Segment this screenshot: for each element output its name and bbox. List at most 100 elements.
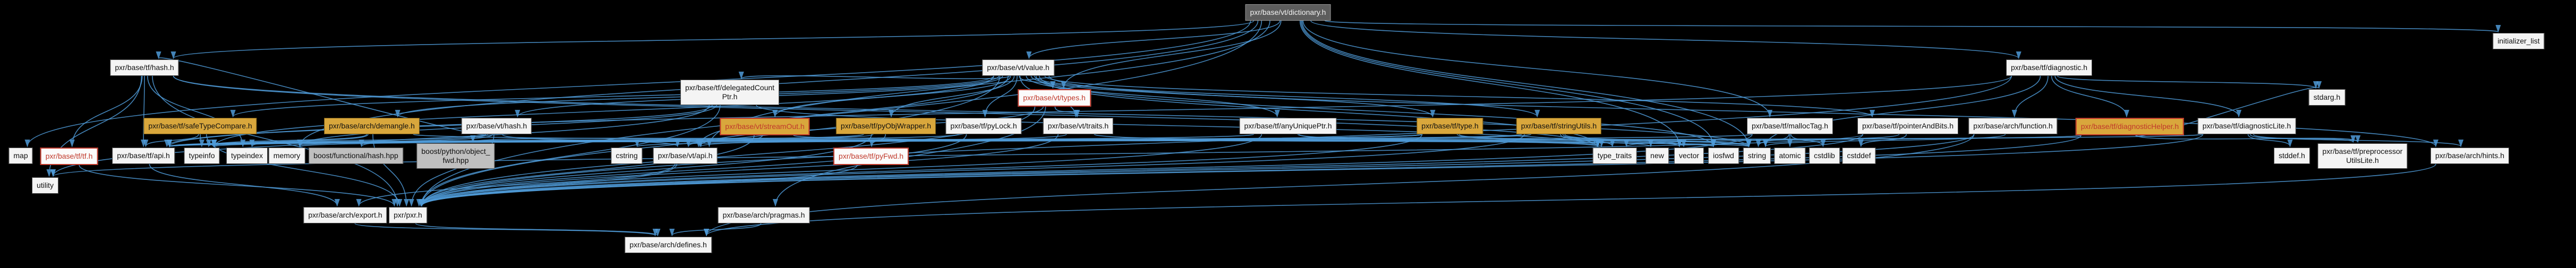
graph-node-dictionary[interactable]: pxr/base/vt/dictionary.h: [1245, 4, 1331, 21]
graph-node-boost_python_object_fwd[interactable]: boost/python/object_ fwd.hpp: [416, 143, 495, 169]
graph-node-utility[interactable]: utility: [32, 177, 58, 194]
graph-node-tf_tf[interactable]: pxr/base/tf/tf.h: [40, 148, 98, 165]
graph-node-arch_export[interactable]: pxr/base/arch/export.h: [303, 207, 387, 223]
include-edge: [1026, 75, 1280, 118]
include-edge: [1763, 134, 2006, 148]
include-edge: [1310, 20, 2021, 59]
graph-node-stddef[interactable]: stddef.h: [2274, 148, 2310, 164]
graph-node-tf_stringUtils[interactable]: pxr/base/tf/stringUtils.h: [1516, 118, 1602, 134]
include-edge: [470, 134, 874, 143]
include-edge: [2249, 134, 2361, 143]
graph-node-vt_streamOut[interactable]: pxr/base/vt/streamOut.h: [720, 118, 810, 135]
include-edge: [419, 135, 2082, 207]
include-edge: [419, 134, 1059, 207]
graph-node-tf_api[interactable]: pxr/base/tf/api.h: [112, 148, 175, 164]
include-edge: [419, 134, 1423, 207]
graph-node-arch_demangle[interactable]: pxr/base/arch/demangle.h: [324, 118, 420, 134]
include-edge: [1624, 134, 1900, 148]
include-edge: [173, 75, 1601, 148]
include-edge: [1039, 75, 1716, 148]
graph-node-vt_traits[interactable]: pxr/base/vt/traits.h: [1043, 118, 1114, 134]
include-edge: [168, 134, 2204, 148]
graph-node-tf_pyLock[interactable]: pxr/base/tf/pyLock.h: [945, 118, 1022, 134]
include-edge: [149, 163, 340, 207]
graph-node-initializer_list[interactable]: initializer_list: [2493, 33, 2545, 49]
graph-node-atomic[interactable]: atomic: [1774, 148, 1806, 164]
graph-node-stdarg[interactable]: stdarg.h: [2308, 89, 2345, 106]
graph-node-tf_delegatedCountPtr[interactable]: pxr/base/tf/delegatedCount Ptr.h: [680, 80, 780, 105]
graph-node-arch_function[interactable]: pxr/base/arch/function.h: [1968, 118, 2058, 134]
graph-node-typeindex[interactable]: typeindex: [226, 148, 268, 164]
graph-node-tf_type[interactable]: pxr/base/tf/type.h: [1417, 118, 1483, 134]
include-edge: [206, 134, 403, 207]
graph-node-tf_mallocTag[interactable]: pxr/base/tf/mallocTag.h: [1747, 118, 1833, 134]
graph-node-tf_diagnostic[interactable]: pxr/base/tf/diagnostic.h: [2006, 59, 2092, 76]
include-edge: [419, 134, 1975, 207]
include-edge: [2051, 75, 2129, 118]
graph-node-tf_anyUniquePtr[interactable]: pxr/base/tf/anyUniquePtr.h: [1239, 118, 1337, 134]
include-edge: [24, 20, 1251, 148]
graph-node-boost_hash[interactable]: boost/functional/hash.hpp: [309, 148, 403, 164]
include-edge: [419, 135, 755, 207]
graph-node-vector[interactable]: vector: [1674, 148, 1704, 164]
graph-node-cstring[interactable]: cstring: [611, 148, 643, 164]
graph-node-tf_preprocessorUtilsLite[interactable]: pxr/base/tf/preprocessor UtilsLite.h: [2317, 143, 2408, 169]
include-edge: [669, 223, 762, 237]
include-edge: [1026, 20, 1281, 59]
graph-node-tf_diagnosticHelper[interactable]: pxr/base/tf/diagnosticHelper.h: [2075, 118, 2185, 135]
graph-node-tf_pyObjWrapper[interactable]: pxr/base/tf/pyObjWrapper.h: [835, 118, 936, 134]
include-edge: [1301, 20, 1751, 148]
include-edge: [173, 75, 1751, 148]
include-edge: [416, 163, 678, 207]
include-edge: [888, 75, 1015, 118]
graph-node-arch_hints[interactable]: pxr/base/arch/hints.h: [2430, 148, 2509, 164]
include-edge: [356, 163, 676, 207]
graph-node-memory[interactable]: memory: [268, 148, 305, 164]
include-edge: [1054, 106, 1080, 118]
graph-node-vt_api[interactable]: pxr/base/vt/api.h: [653, 148, 718, 164]
graph-node-tf_pointerAndBits[interactable]: pxr/base/tf/pointerAndBits.h: [1857, 118, 1958, 134]
include-edge: [2011, 75, 2049, 118]
graph-node-tf_hash[interactable]: pxr/base/tf/hash.h: [110, 59, 179, 76]
include-edge: [69, 75, 143, 148]
include-edge: [79, 165, 397, 207]
include-edge: [1299, 20, 1682, 148]
include-edge: [418, 105, 721, 207]
graph-node-cstddef[interactable]: cstddef: [1842, 148, 1876, 164]
graph-node-arch_defines[interactable]: pxr/base/arch/defines.h: [625, 237, 712, 253]
graph-node-new[interactable]: new: [1645, 148, 1669, 164]
include-edge: [354, 223, 658, 237]
graph-node-pxr[interactable]: pxr/pxr.h: [389, 207, 427, 223]
graph-node-map[interactable]: map: [8, 148, 33, 164]
graph-node-tf_safeTypeCompare[interactable]: pxr/base/tf/safeTypeCompare.h: [143, 118, 257, 134]
include-edge: [1048, 75, 2438, 148]
graph-node-cstdlib[interactable]: cstdlib: [1809, 148, 1840, 164]
include-edge: [2054, 75, 2242, 118]
graph-node-typeinfo[interactable]: typeinfo: [184, 148, 220, 164]
include-edge: [419, 134, 1753, 207]
include-edge: [2247, 134, 2293, 148]
include-edge: [756, 105, 1601, 148]
graph-node-vt_types[interactable]: pxr/base/vt/types.h: [1018, 89, 1091, 107]
graph-node-iosfwd[interactable]: iosfwd: [1708, 148, 1739, 164]
graph-node-type_traits[interactable]: type_traits: [1592, 148, 1637, 164]
include-edge: [419, 134, 967, 207]
include-edge: [211, 75, 994, 148]
include-edge: [982, 75, 1018, 118]
include-edge: [1034, 75, 1540, 118]
graph-node-arch_pragmas[interactable]: pxr/base/arch/pragmas.h: [718, 207, 810, 223]
include-edge: [147, 75, 246, 148]
graph-node-tf_diagnosticLite[interactable]: pxr/base/tf/diagnosticLite.h: [2197, 118, 2296, 134]
graph-node-vt_hash[interactable]: pxr/base/vt/hash.h: [461, 118, 532, 134]
include-edge: [231, 75, 994, 118]
include-edge: [415, 223, 661, 237]
graph-node-string[interactable]: string: [1743, 148, 1771, 164]
graph-node-tf_pyFwd[interactable]: pxr/base/tf/pyFwd.h: [833, 148, 909, 165]
include-edge: [171, 20, 1255, 59]
include-edge: [772, 106, 1046, 207]
include-edge: [1044, 75, 1875, 118]
include-edge: [141, 75, 147, 148]
graph-node-vt_value[interactable]: pxr/base/vt/value.h: [982, 59, 1054, 76]
include-edge: [50, 134, 1863, 177]
